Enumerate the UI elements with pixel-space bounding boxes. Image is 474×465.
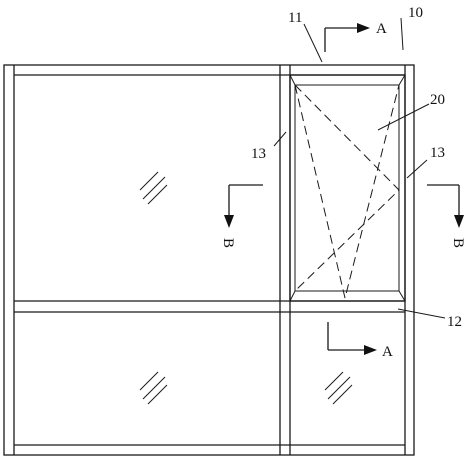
reference-numerals: 11 10 20 13 13 12 [251, 5, 462, 330]
vertical-mullion [279, 65, 291, 455]
label-12: 12 [447, 314, 462, 330]
section-b-right-marker: B [427, 184, 466, 248]
section-a-top-label: A [376, 21, 387, 37]
opening-sash [289, 74, 406, 302]
label-10: 10 [408, 5, 423, 21]
glass-hatch-marks [139, 171, 353, 405]
section-a-bottom-label: A [382, 344, 393, 360]
opening-indication-dashes [294, 84, 400, 299]
leader-lines [273, 17, 446, 319]
section-a-top-marker: A [324, 21, 387, 52]
section-b-right-label: B [450, 238, 466, 248]
label-13-right: 13 [430, 145, 445, 161]
section-a-bottom-marker: A [327, 322, 393, 360]
label-13-left: 13 [251, 146, 266, 162]
section-b-left-marker: B [220, 184, 263, 248]
section-b-left-label: B [220, 238, 236, 248]
label-20: 20 [430, 92, 445, 108]
transom [14, 300, 405, 313]
label-11: 11 [288, 10, 302, 26]
outer-frame [3, 64, 415, 456]
